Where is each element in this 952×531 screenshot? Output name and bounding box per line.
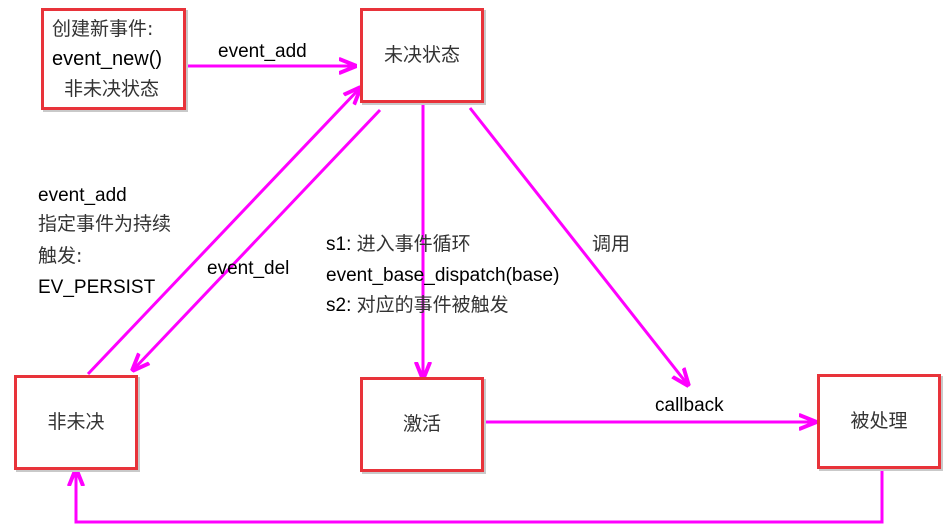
edge-handled-to-nonpending: [76, 467, 884, 524]
label-dispatch: event_base_dispatch(base): [326, 265, 560, 286]
create-line-1: 创建新事件:: [52, 18, 154, 40]
label-s2: s2: 对应的事件被触发: [326, 294, 509, 316]
create-line-2: event_new(): [52, 48, 163, 70]
label-ev-persist: EV_PERSIST: [38, 277, 156, 298]
handled-label: 被处理: [850, 410, 908, 433]
non-pending-label: 非未决: [47, 411, 105, 434]
node-non-pending: 非未决: [14, 375, 138, 470]
label-s2-text: 对应的事件被触发: [356, 294, 509, 316]
label-s1-text: 进入事件循环: [356, 233, 471, 255]
label-event-del: event_del: [207, 258, 290, 279]
node-pending: 未决状态: [360, 8, 484, 103]
pending-label: 未决状态: [383, 44, 460, 67]
node-handled: 被处理: [817, 374, 941, 469]
label-event-add: event_add: [38, 185, 127, 206]
label-s1: s1: 进入事件循环: [326, 233, 471, 255]
label-s2-prefix: s2:: [326, 295, 352, 316]
label-persist-desc: 指定事件为持续: [38, 213, 172, 235]
create-line-3: 非未决状态: [64, 78, 160, 100]
label-callback: callback: [655, 395, 724, 416]
edge-nonpending-to-pending: [86, 88, 360, 376]
active-label: 激活: [402, 413, 441, 436]
label-create-event-add: event_add: [218, 41, 307, 62]
edge-pending-to-nonpending: [133, 108, 382, 370]
label-s1-prefix: s1:: [326, 234, 352, 255]
label-call: 调用: [592, 233, 631, 255]
label-trigger: 触发:: [38, 245, 83, 267]
edge-pending-to-callback: [468, 107, 688, 385]
node-create-event: 创建新事件: event_new() 非未决状态: [41, 8, 186, 110]
node-active: 激活: [360, 377, 484, 472]
